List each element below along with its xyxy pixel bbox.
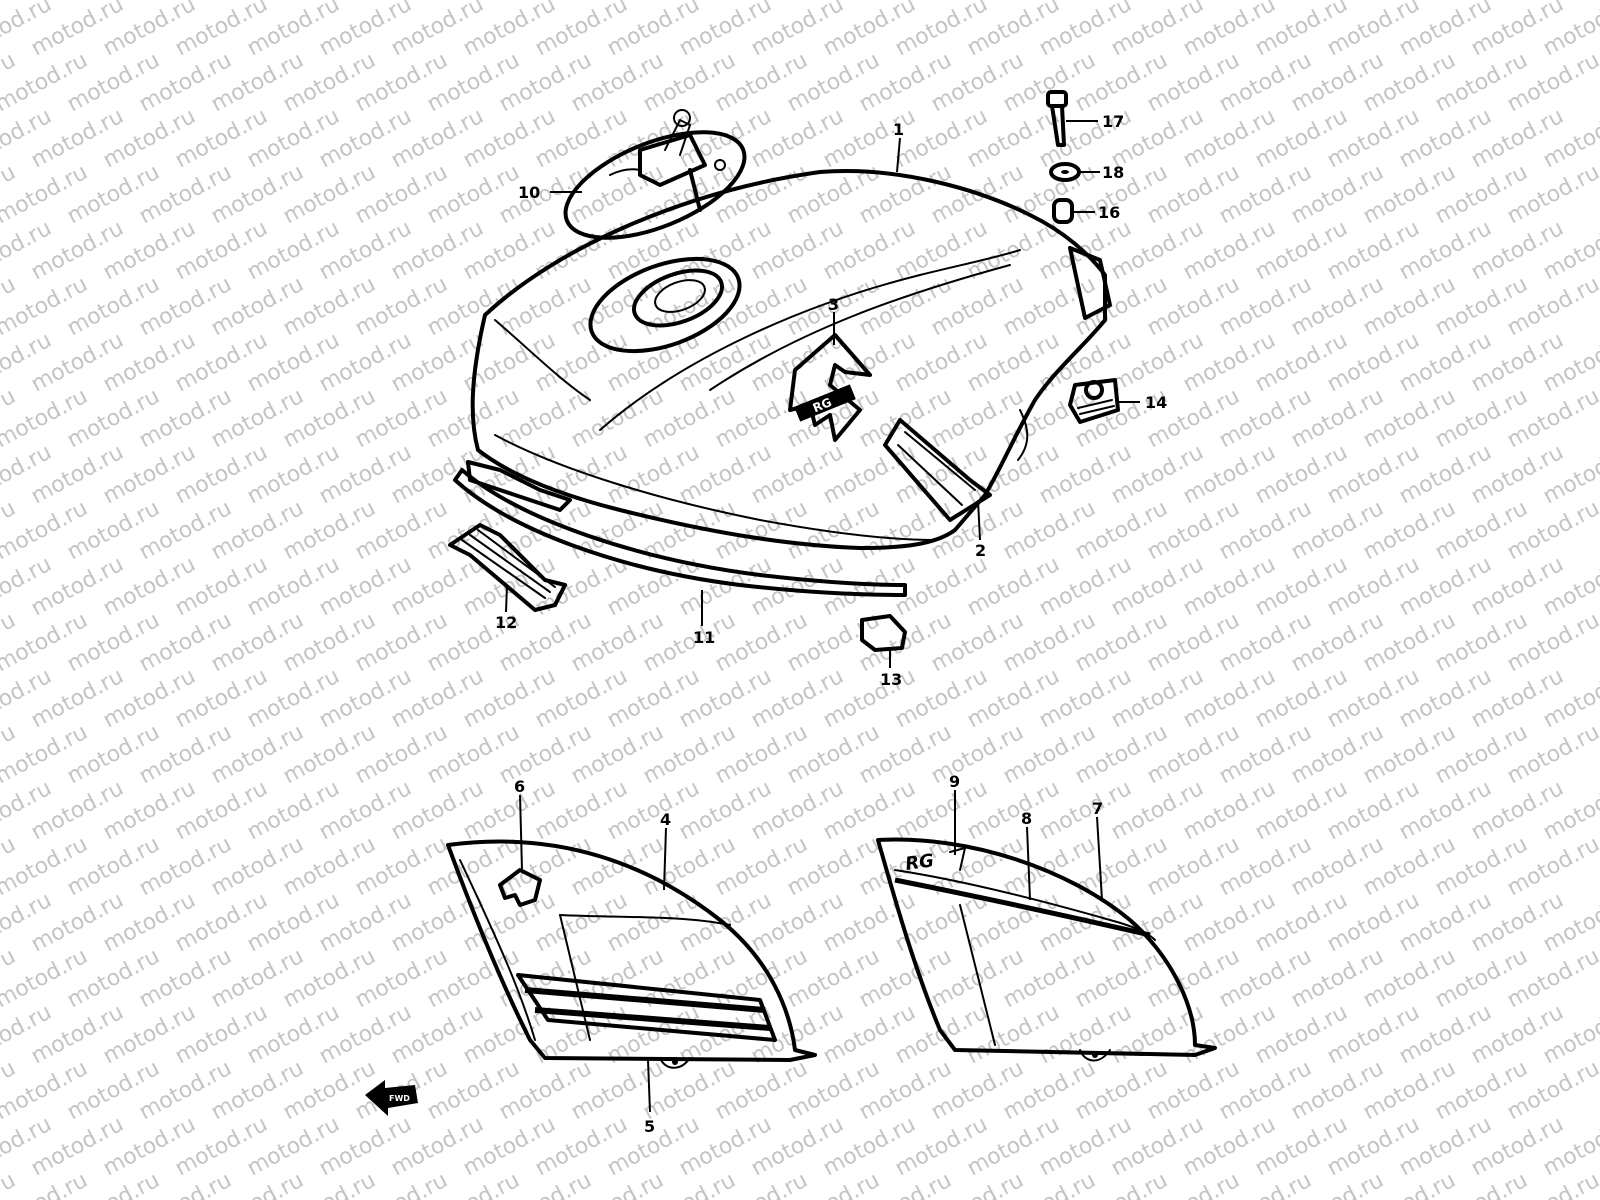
callout-4: 4 (660, 810, 671, 829)
left-frame-cover (446, 839, 817, 1069)
callout-18: 18 (1102, 163, 1124, 182)
tank-logo-text: RG (811, 395, 834, 415)
front-direction-arrow: FWD (365, 1080, 418, 1116)
small-cushion (860, 614, 907, 652)
callout-13: 13 (880, 670, 902, 689)
callout-1: 1 (893, 120, 904, 139)
callout-10: 10 (518, 183, 540, 202)
bolt (1046, 90, 1068, 147)
washer (1049, 162, 1081, 182)
callout-8: 8 (1021, 809, 1032, 828)
callout-11: 11 (693, 628, 715, 647)
filler-cap-recess (588, 256, 742, 354)
fuel-tank (470, 169, 1112, 550)
callout-17: 17 (1102, 112, 1124, 131)
spacer (1052, 198, 1074, 224)
callout-12: 12 (495, 613, 517, 632)
callout-16: 16 (1098, 203, 1120, 222)
callout-6: 6 (514, 777, 525, 796)
right-frame-cover: RG (876, 837, 1217, 1062)
fuel-cap-with-key (563, 109, 747, 240)
rubber-cushion (448, 523, 567, 612)
callout-14: 14 (1145, 393, 1167, 412)
callout-9: 9 (949, 772, 960, 791)
tank-emblem: RG (788, 333, 872, 442)
callout-5: 5 (644, 1117, 655, 1136)
right-cover-logo: RG (904, 850, 935, 875)
front-arrow-label: FWD (389, 1094, 410, 1103)
cushion-bracket (1068, 378, 1120, 424)
watermark-text: motod.ru (0, 1168, 20, 1200)
callouts: 1 2 3 4 5 6 7 8 9 10 11 12 13 14 16 17 1 (495, 112, 1167, 1136)
tank-edge-trim (453, 460, 907, 597)
callout-3: 3 (828, 295, 839, 314)
callout-7: 7 (1092, 799, 1103, 818)
callout-2: 2 (975, 541, 986, 560)
